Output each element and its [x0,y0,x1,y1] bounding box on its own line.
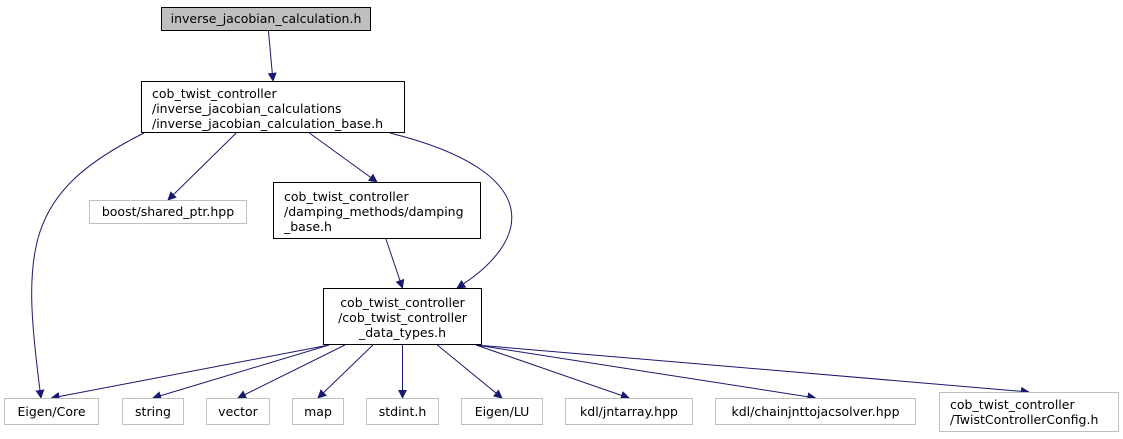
node-data-types-line-1: cob_twist_controller [340,295,465,310]
node-base-line-3: /inverse_jacobian_calculation_base.h [152,116,383,131]
node-kdl-jntarray[interactable]: kdl/jntarray.hpp [565,398,693,425]
edge-data_types-to-string [152,344,330,400]
edge-data_types-to-eigen_core [50,344,330,401]
node-stdint-line-1: stdint.h [378,404,427,419]
node-config-line-2: /TwistControllerConfig.h [950,412,1099,427]
node-boost-shared-ptr[interactable]: boost/shared_ptr.hpp [89,200,247,224]
edge-base-to-data_types [389,132,513,289]
edge-data_types-to-config [475,344,1030,396]
node-string[interactable]: string [122,398,184,425]
node-vector-line-1: vector [218,404,258,419]
node-damping-line-3: _base.h [284,219,332,234]
node-damping-line-1: cob_twist_controller [284,189,409,204]
node-base-line-1: cob_twist_controller [152,86,277,101]
node-cob-twist-controller-data-types[interactable]: cob_twist_controller /cob_twist_controll… [323,288,482,345]
node-chainjnt-line-1: kdl/chainjnttojacsolver.hpp [731,404,900,419]
node-data-types-line-3: _data_types.h [359,325,446,340]
edge-data_types-to-map [317,344,374,399]
edge-base-to-damping [309,132,378,183]
edge-base-to-shared_ptr [167,132,237,201]
edge-base-to-eigen_core [31,132,145,399]
node-string-line-1: string [135,404,171,419]
edge-root-to-base [267,30,277,82]
edge-data_types-to-jntarray [475,344,630,400]
node-damping-base[interactable]: cob_twist_controller /damping_methods/da… [273,182,481,239]
node-eigen-lu[interactable]: Eigen/LU [461,398,543,425]
node-inverse-jacobian-calculation-base[interactable]: cob_twist_controller /inverse_jacobian_c… [141,81,405,133]
node-vector[interactable]: vector [206,398,270,425]
edge-data_types-to-eigen_lu [437,344,503,399]
node-map-line-1: map [304,404,332,419]
node-config-line-1: cob_twist_controller [950,397,1075,412]
node-base-line-2: /inverse_jacobian_calculations [152,101,342,116]
node-root-line-1: inverse_jacobian_calculation.h [170,11,362,26]
node-root[interactable]: inverse_jacobian_calculation.h [161,7,371,31]
edge-data_types-to-chainjnt [475,344,817,402]
node-data-types-line-2: /cob_twist_controller [338,310,467,325]
node-eigen-core[interactable]: Eigen/Core [4,398,99,425]
node-stdint[interactable]: stdint.h [366,398,439,425]
edge-data_types-to-vector [237,344,346,399]
node-eigen-lu-line-1: Eigen/LU [474,404,530,419]
node-damping-line-2: /damping_methods/damping [284,204,464,219]
node-kdl-chainjnttojacsolver[interactable]: kdl/chainjnttojacsolver.hpp [715,398,916,425]
node-jntarray-line-1: kdl/jntarray.hpp [580,404,678,419]
edge-damping-to-data_types [385,238,405,289]
node-eigen-core-line-1: Eigen/Core [17,404,86,419]
node-shared-ptr-line-1: boost/shared_ptr.hpp [101,204,235,219]
node-twist-controller-config[interactable]: cob_twist_controller /TwistControllerCon… [939,392,1119,432]
node-map[interactable]: map [292,398,344,425]
